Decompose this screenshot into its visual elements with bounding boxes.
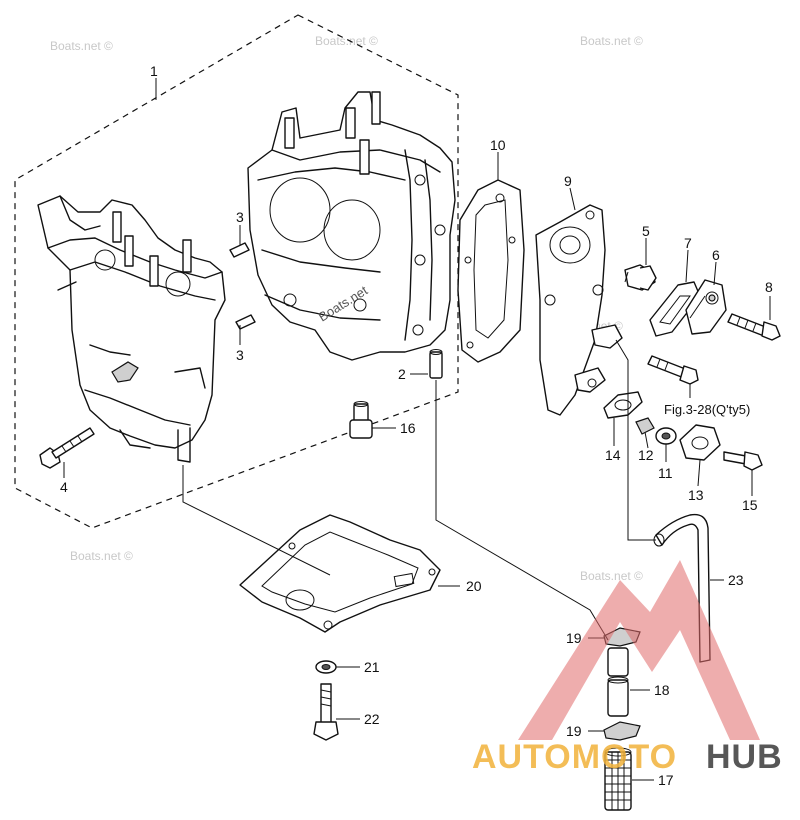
fitting-part-5	[624, 264, 657, 291]
label-part-8: 8	[765, 279, 773, 295]
label-part-17: 17	[658, 772, 674, 788]
label-part-1: 1	[150, 63, 158, 79]
label-part-19-lower: 19	[566, 723, 582, 739]
label-part-20: 20	[466, 578, 482, 594]
gasket-part-14	[603, 391, 643, 419]
label-part-18: 18	[654, 682, 670, 698]
label-part-11: 11	[658, 465, 673, 481]
label-part-6: 6	[712, 247, 720, 263]
label-part-13: 13	[688, 487, 704, 503]
fitting-part-12	[635, 417, 655, 435]
watermark: Boats.net ©	[315, 34, 378, 48]
bolt-part-22	[313, 683, 339, 741]
bolt-part-8	[727, 313, 781, 341]
washer-part-21	[315, 660, 337, 674]
gasket-part-20	[239, 514, 441, 633]
washer-part-11	[655, 427, 677, 445]
cover-part-13	[679, 424, 721, 461]
label-part-16: 16	[400, 420, 416, 436]
tube-part-18	[607, 647, 629, 717]
label-part-22: 22	[364, 711, 380, 727]
label-part-7: 7	[684, 235, 692, 251]
bolt-fig-ref	[647, 355, 699, 385]
cover-part-9	[535, 204, 623, 416]
sleeve-part-2	[429, 349, 443, 379]
gasket-part-10	[457, 179, 525, 363]
figure-reference: Fig.3-28(Q'ty5)	[664, 402, 750, 417]
label-part-2: 2	[398, 366, 406, 382]
watermark: Boats.net ©	[50, 39, 113, 53]
automotohub-logo: AUTOMOTO HUB	[472, 560, 783, 776]
label-part-10: 10	[490, 137, 506, 153]
label-part-21: 21	[364, 659, 380, 675]
assembly-boundary	[14, 14, 459, 529]
watermark: Boats.net ©	[580, 569, 643, 583]
cover-part-6	[685, 279, 727, 335]
dowel-pin-lower	[235, 314, 256, 330]
label-part-5: 5	[642, 223, 650, 239]
logo-text-automoto: AUTOMOTO	[472, 738, 677, 776]
clamp-part-19-lower	[603, 721, 641, 741]
logo-triangle	[518, 560, 760, 740]
label-part-15: 15	[742, 497, 758, 513]
watermark: Boats.net ©	[70, 549, 133, 563]
label-part-23: 23	[728, 572, 744, 588]
label-part-3-upper: 3	[236, 209, 244, 225]
fitting-part-16	[349, 401, 373, 439]
crankcase-left	[37, 195, 226, 463]
label-part-4: 4	[60, 479, 68, 495]
watermark: Boats.net ©	[580, 34, 643, 48]
label-part-14: 14	[605, 447, 621, 463]
label-part-3-lower: 3	[236, 347, 244, 363]
bolt-part-4	[39, 427, 95, 469]
bolt-part-15	[723, 451, 763, 471]
leader-lines	[63, 78, 771, 781]
logo-text-hub: HUB	[706, 738, 783, 776]
cylinder-block: Boats.net	[247, 91, 456, 361]
label-part-19-upper: 19	[566, 630, 582, 646]
label-part-9: 9	[564, 173, 572, 189]
label-part-12: 12	[638, 447, 654, 463]
dowel-pin-upper	[229, 242, 250, 258]
filter-part-17	[604, 747, 632, 811]
part-labels: 1 3 3 2 4 16 10 9 5 7 6 8 Fig.3-28(Q'ty5…	[60, 63, 773, 788]
